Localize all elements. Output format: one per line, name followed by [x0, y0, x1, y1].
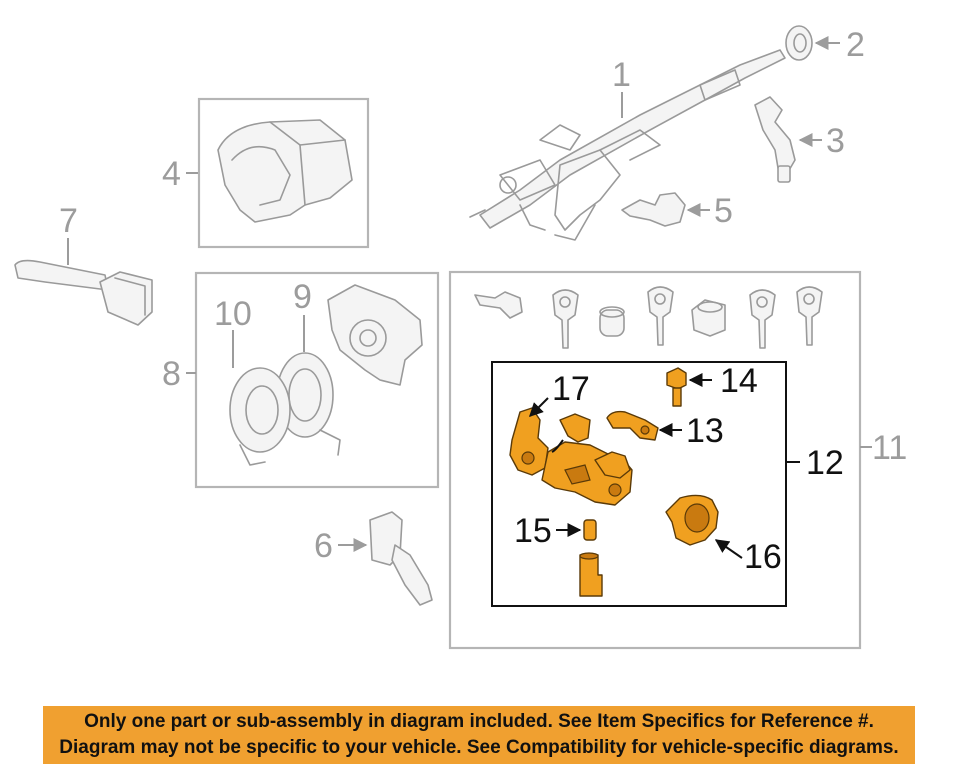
bolt-part-14	[666, 367, 687, 407]
callout-10: 10	[214, 295, 252, 333]
callout-6: 6	[314, 527, 333, 565]
lock-keys-row	[474, 286, 823, 349]
disclaimer-banner: Only one part or sub-assembly in diagram…	[43, 706, 915, 764]
universal-joint-part	[754, 96, 796, 183]
door-lock-cylinder	[691, 299, 726, 337]
callout-12: 12	[806, 444, 844, 482]
callout-1: 1	[612, 56, 631, 94]
key-1	[552, 289, 579, 349]
wiper-switch-part	[14, 259, 153, 326]
clock-spring-part	[327, 284, 423, 386]
steering-column-part	[469, 49, 786, 241]
callout-16: 16	[744, 538, 782, 576]
key-2	[647, 286, 674, 346]
bracket-part	[621, 192, 686, 227]
key-4	[796, 286, 823, 346]
column-cover-part	[217, 119, 353, 223]
cylinder-plug	[599, 306, 625, 337]
key-3	[749, 289, 776, 349]
callout-17: 17	[552, 370, 590, 408]
ring-part	[785, 25, 813, 61]
callout-3: 3	[826, 122, 845, 160]
turn-signal-switch-part	[369, 511, 433, 606]
callout-8: 8	[162, 355, 181, 393]
banner-line-2: Diagram may not be specific to your vehi…	[59, 737, 899, 758]
illumination-ring-part-16	[665, 494, 719, 546]
parts-diagram: 1 2 3 4 5 7	[14, 25, 907, 650]
callout-2: 2	[846, 26, 865, 64]
lock-cylinder-part	[579, 552, 603, 597]
box-part-11	[448, 270, 862, 650]
pin-part-15	[583, 519, 597, 541]
combination-switch-part	[229, 367, 291, 466]
steering-lock-housing	[541, 413, 633, 506]
callout-11: 11	[872, 429, 907, 467]
clamp-part-13	[606, 410, 659, 441]
ignition-switch-part-17	[509, 407, 549, 476]
callout-9: 9	[293, 278, 312, 316]
callout-14: 14	[720, 362, 758, 400]
callout-5: 5	[714, 192, 733, 230]
callout-4: 4	[162, 155, 181, 193]
banner-line-1: Only one part or sub-assembly in diagram…	[84, 711, 874, 732]
callout-7: 7	[59, 202, 78, 240]
box-part-4	[197, 97, 370, 249]
box-part-12	[491, 361, 787, 607]
spiral-cable-part	[276, 352, 341, 456]
callout-13: 13	[686, 412, 724, 450]
box-part-8	[194, 271, 440, 489]
callout-15: 15	[514, 512, 552, 550]
